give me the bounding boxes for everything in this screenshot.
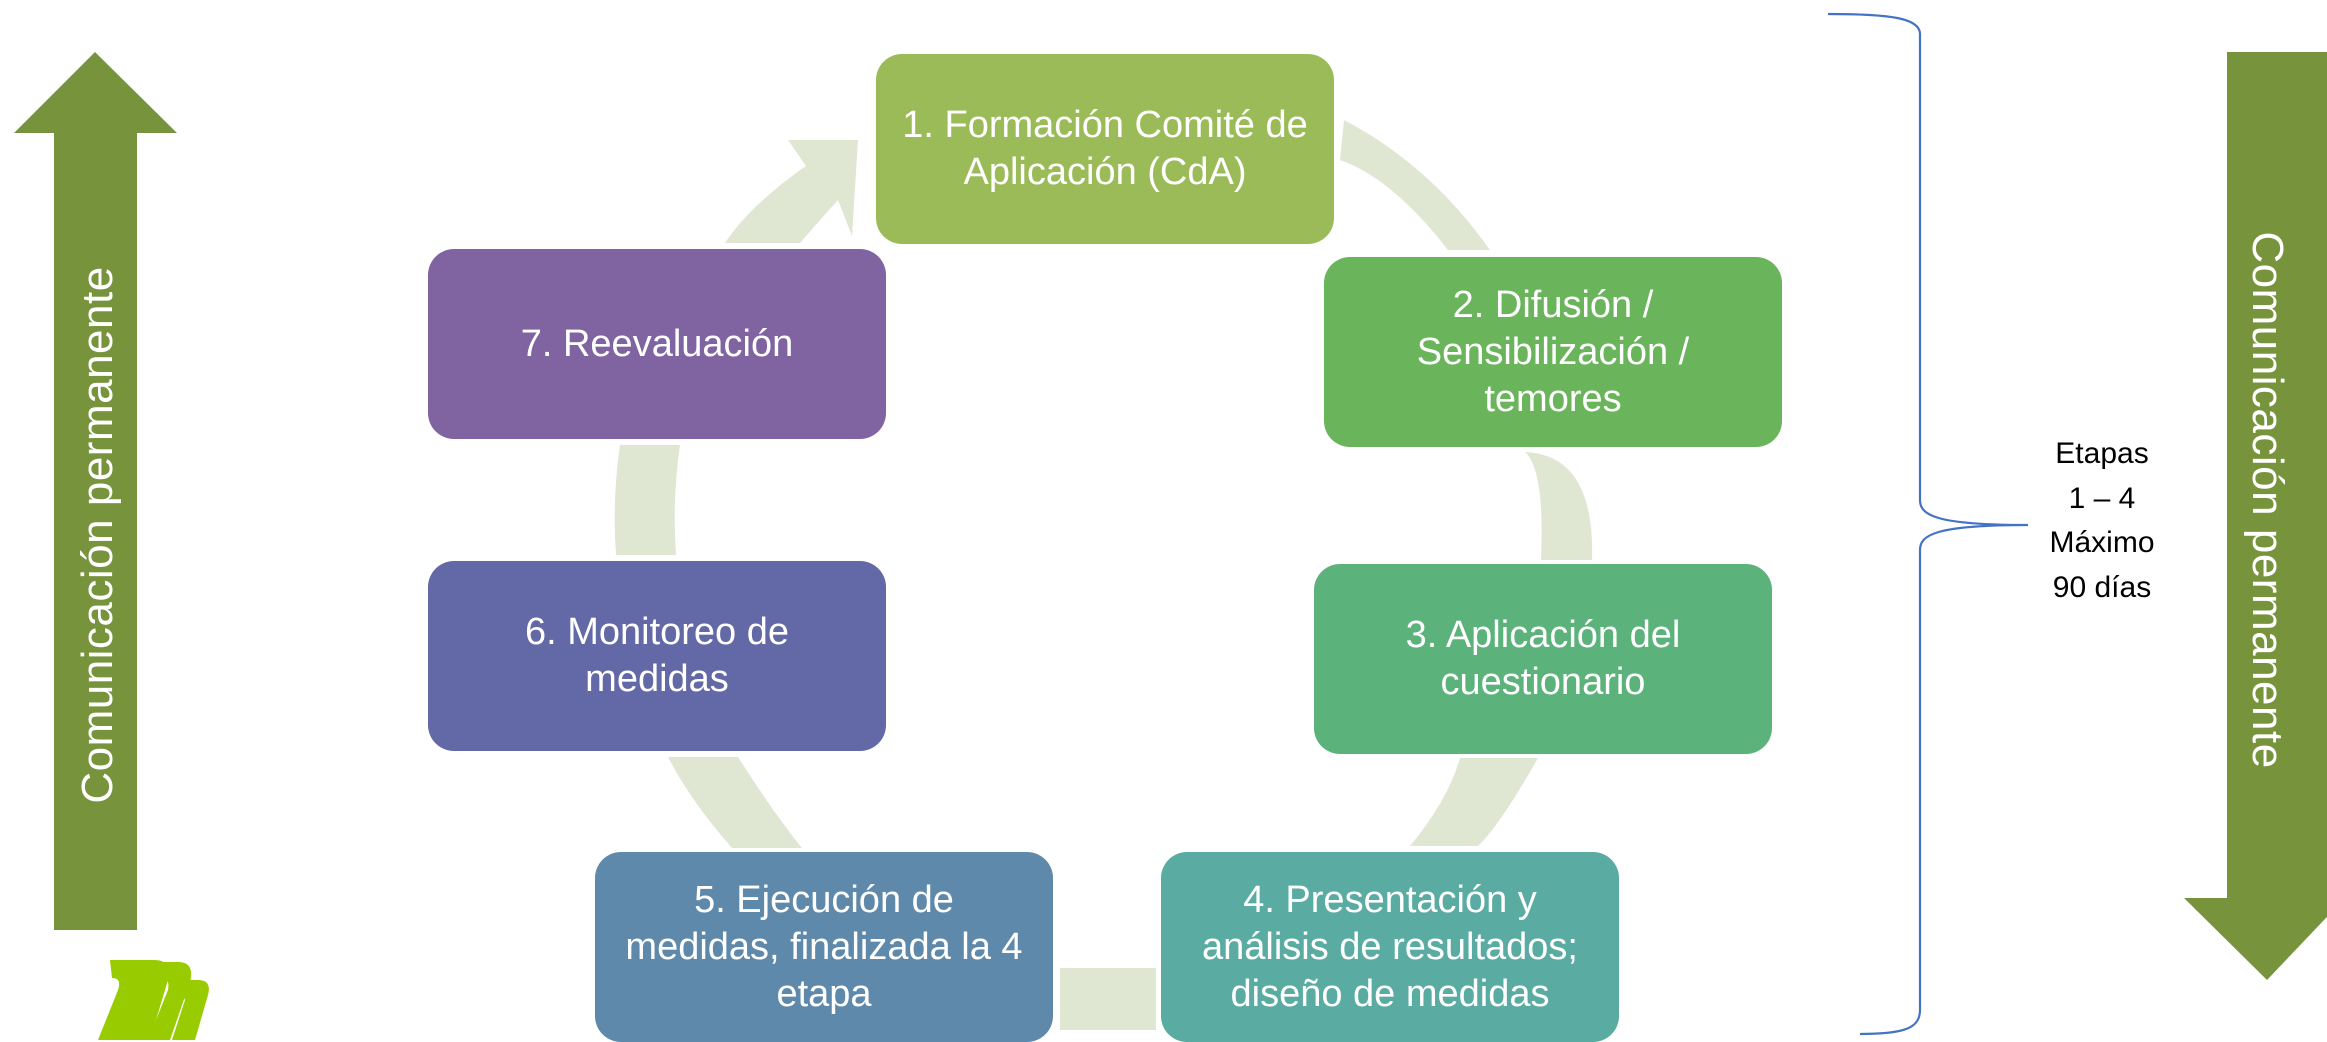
cycle-arrow-5-to-6	[668, 757, 802, 848]
cycle-arrow-7-to-1	[725, 140, 858, 243]
communication-arrow-up	[14, 52, 177, 930]
cycle-arrow-6-to-7	[614, 445, 680, 555]
communication-arrow-down	[2184, 52, 2327, 980]
cycle-arrow-1-to-2	[1340, 120, 1490, 250]
step-1-box: 1. Formación Comité de Aplicación (CdA)	[876, 54, 1334, 244]
right-brace	[1827, 12, 2029, 1036]
communication-label-right: Comunicación permanente	[2243, 231, 2292, 769]
brace-annotation: Etapas 1 – 4 Máximo 90 días	[2049, 437, 2155, 604]
step-7-box: 7. Reevaluación	[428, 249, 886, 439]
cycle-arrow-4-to-5	[1060, 968, 1156, 1030]
step-2-box: 2. Difusión / Sensibilización / temores	[1324, 257, 1782, 447]
step-4-box: 4. Presentación y análisis de resultados…	[1161, 852, 1619, 1042]
step-5-box: 5. Ejecución de medidas, finalizada la 4…	[595, 852, 1053, 1042]
communication-label-left: Comunicación permanente	[73, 266, 122, 804]
brand-logo-icon	[98, 960, 209, 1040]
cycle-arrow-2-to-3	[1525, 452, 1593, 560]
step-3-box: 3. Aplicación del cuestionario	[1314, 564, 1772, 754]
cycle-arrow-3-to-4	[1410, 758, 1538, 846]
step-6-box: 6. Monitoreo de medidas	[428, 561, 886, 751]
